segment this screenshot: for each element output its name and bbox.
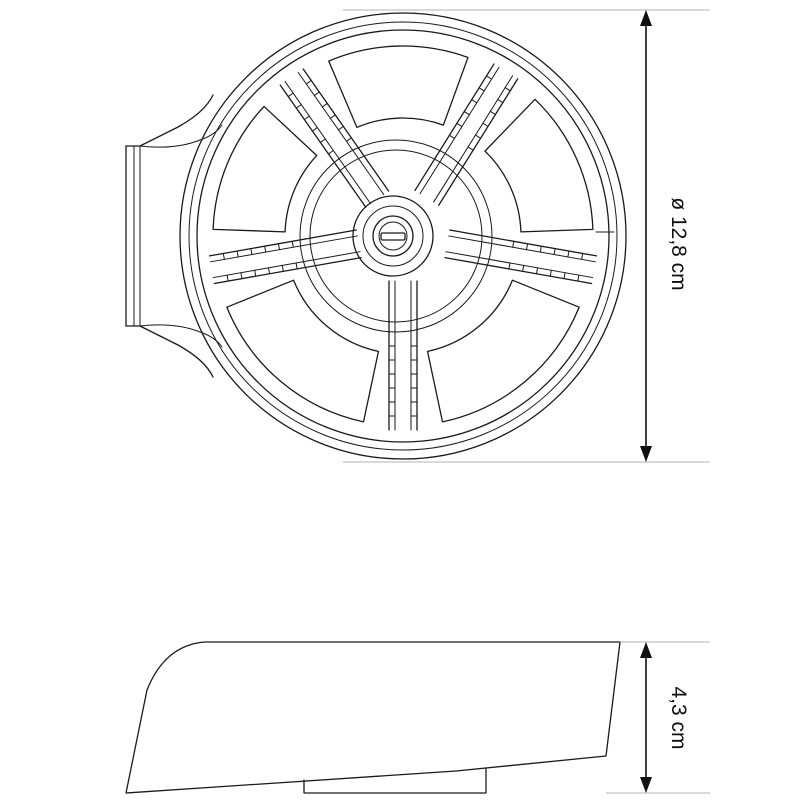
spoke-2-rib	[489, 110, 496, 116]
spoke-3-rib	[508, 262, 511, 270]
spoke-3-rib	[581, 252, 584, 260]
spoke-1-edge	[284, 81, 372, 205]
spoke-5-rib	[250, 248, 253, 256]
hub-cap-outer	[352, 195, 434, 277]
hub-ring-mid	[309, 149, 483, 323]
spoke-1-edge	[279, 84, 367, 208]
spoke-1-rib	[287, 92, 294, 98]
arrow-down-icon	[640, 777, 652, 793]
spoke-2-rib	[497, 98, 504, 104]
spoke-1-rib	[321, 102, 328, 108]
spoke-3-rib	[522, 264, 525, 272]
spoke-5-rib	[295, 262, 298, 270]
top-view	[125, 12, 627, 460]
spoke-1-rib	[311, 127, 318, 132]
spoke-5-rib	[264, 245, 267, 253]
spoke-5-rib	[236, 250, 239, 258]
hub-ring-outer	[299, 139, 493, 333]
height-label: 4,3 cm	[667, 686, 690, 749]
diameter-dimension: ø 12,8 cm	[343, 9, 710, 463]
outer-rim	[179, 12, 627, 460]
spoke-1-rib	[329, 114, 336, 119]
hub-cap-inner	[362, 205, 424, 267]
spoke-2-rib	[471, 99, 478, 104]
spoke-3-edge	[444, 256, 593, 285]
spoke-5-rib	[240, 272, 243, 280]
spoke-2-rib	[482, 122, 489, 127]
spoke-3-edge	[449, 229, 598, 257]
spoke-2-rib	[467, 146, 474, 151]
spoke-3-rib	[549, 269, 552, 277]
spoke-1-rib	[313, 91, 320, 96]
spoke-1-edge	[297, 71, 385, 196]
arrow-down-icon	[640, 446, 652, 462]
spoke-2-rib	[448, 134, 456, 139]
spoke-5-rib	[281, 264, 284, 272]
spoke-1-rib	[345, 137, 352, 142]
spoke-3-edge	[445, 251, 594, 279]
spoke-5-rib	[254, 269, 257, 277]
spoke-3-rib	[567, 250, 570, 258]
pocket-4	[226, 279, 380, 423]
spoke-2-edge	[438, 78, 519, 206]
spoke-5-edge	[212, 251, 361, 279]
side-view	[125, 641, 621, 794]
pocket-3	[426, 279, 580, 423]
spoke-3-rib	[577, 274, 580, 282]
outer-rim-inner	[188, 21, 618, 451]
spoke-1-rib	[327, 149, 334, 155]
arrow-up-icon	[640, 10, 652, 26]
pocket-2	[484, 98, 594, 233]
spoke-5-rib	[277, 243, 280, 251]
spoke-5-rib	[222, 252, 225, 260]
spoke-3-edge	[448, 235, 596, 263]
spoke-1-rib	[303, 115, 310, 121]
spoke-2-edge	[419, 66, 500, 195]
spoke-group	[208, 45, 598, 431]
spoke-3-rib	[526, 243, 529, 251]
spoke-2-edge	[433, 75, 514, 203]
spoke-1-edge	[302, 68, 390, 192]
spoke-1-rib	[337, 125, 344, 131]
spoke-3-rib	[563, 272, 566, 280]
spoke-1-rib	[319, 138, 326, 143]
inner-rim	[196, 29, 610, 443]
center-slot	[380, 232, 406, 241]
spoke-5-rib	[267, 267, 271, 275]
spoke-3-rib	[535, 267, 539, 275]
spoke-5-rib	[291, 240, 294, 248]
spoke-5-edge	[208, 229, 357, 257]
spoke-5-rib	[226, 274, 229, 282]
spoke-1-rib	[295, 104, 302, 109]
spoke-3-rib	[539, 245, 542, 253]
spoke-2-rib	[486, 75, 493, 80]
spoke-3-rib	[512, 240, 515, 248]
side-profile	[125, 641, 621, 794]
spoke-2-rib	[504, 87, 511, 92]
pocket-5	[212, 105, 318, 233]
spoke-1-rib	[305, 80, 312, 85]
height-dimension: 4,3 cm	[606, 641, 710, 794]
spoke-2-edge	[414, 63, 495, 192]
center-nut	[372, 215, 414, 257]
pocket-1	[328, 45, 469, 129]
spoke-2-rib	[463, 111, 470, 116]
side-connector	[125, 94, 223, 378]
spoke-5-edge	[213, 256, 362, 285]
diameter-label: ø 12,8 cm	[667, 197, 690, 290]
spoke-3-rib	[553, 248, 556, 256]
spoke-2-rib	[478, 87, 485, 92]
base-foot	[303, 768, 487, 794]
arrow-up-icon	[640, 642, 652, 658]
spoke-2-rib	[456, 122, 463, 128]
spoke-5-edge	[210, 235, 358, 263]
spoke-2-rib	[474, 134, 482, 139]
